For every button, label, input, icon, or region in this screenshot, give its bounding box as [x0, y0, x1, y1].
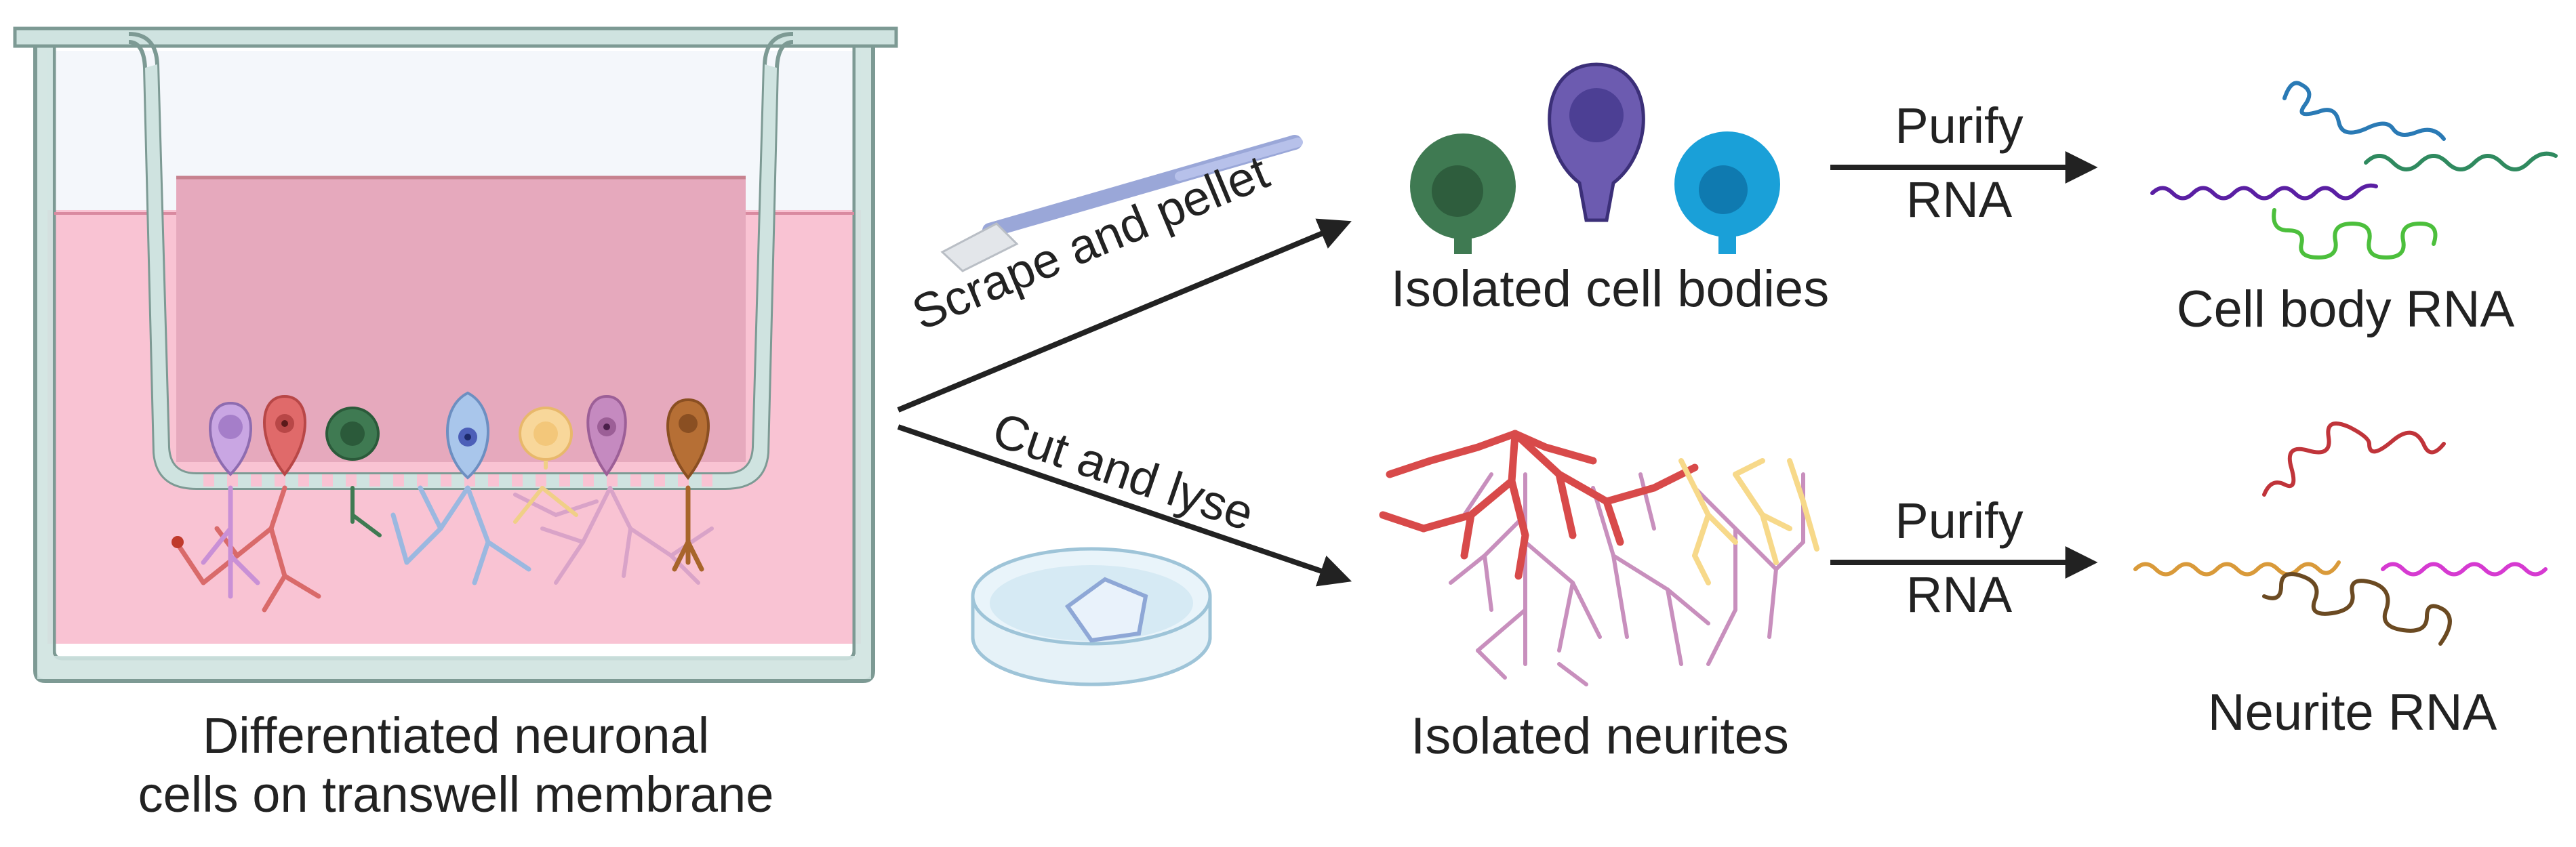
isolated-neurites [1379, 430, 1819, 686]
petri-dish-icon [971, 547, 1212, 686]
purify-upper-line2: RNA [1906, 171, 2013, 228]
isolated-neurites-label: Isolated neurites [1411, 707, 1789, 765]
cell-body-rna-label: Cell body RNA [2176, 281, 2515, 338]
purify-lower-line2: RNA [1906, 566, 2013, 623]
isolated-cell-bodies-label: Isolated cell bodies [1390, 260, 1830, 318]
transwell-cell-bodies [209, 391, 710, 480]
neurite-rna-strands [2133, 421, 2548, 646]
cell-body-rna-strands [2150, 81, 2558, 260]
transwell-caption: Differentiated neuronal cells on transwe… [0, 708, 912, 823]
membrane-pores [203, 474, 712, 487]
cell-scraper-icon [940, 135, 1303, 272]
purify-upper-line1: Purify [1895, 98, 2024, 154]
purify-rna-lower: Purify RNA [1830, 493, 2088, 623]
transwell-caption-line2: cells on transwell membrane [138, 766, 774, 823]
neurite-rna-label: Neurite RNA [2207, 684, 2497, 741]
cut-arrow [897, 424, 1352, 587]
transwell-caption-line1: Differentiated neuronal [202, 707, 710, 764]
flow-arrows [897, 151, 2098, 587]
purify-rna-upper: Purify RNA [1830, 98, 2088, 228]
scrape-arrow [897, 218, 1352, 413]
isolated-cell-bodies [1410, 62, 1780, 254]
purify-lower-line1: Purify [1895, 493, 2024, 549]
